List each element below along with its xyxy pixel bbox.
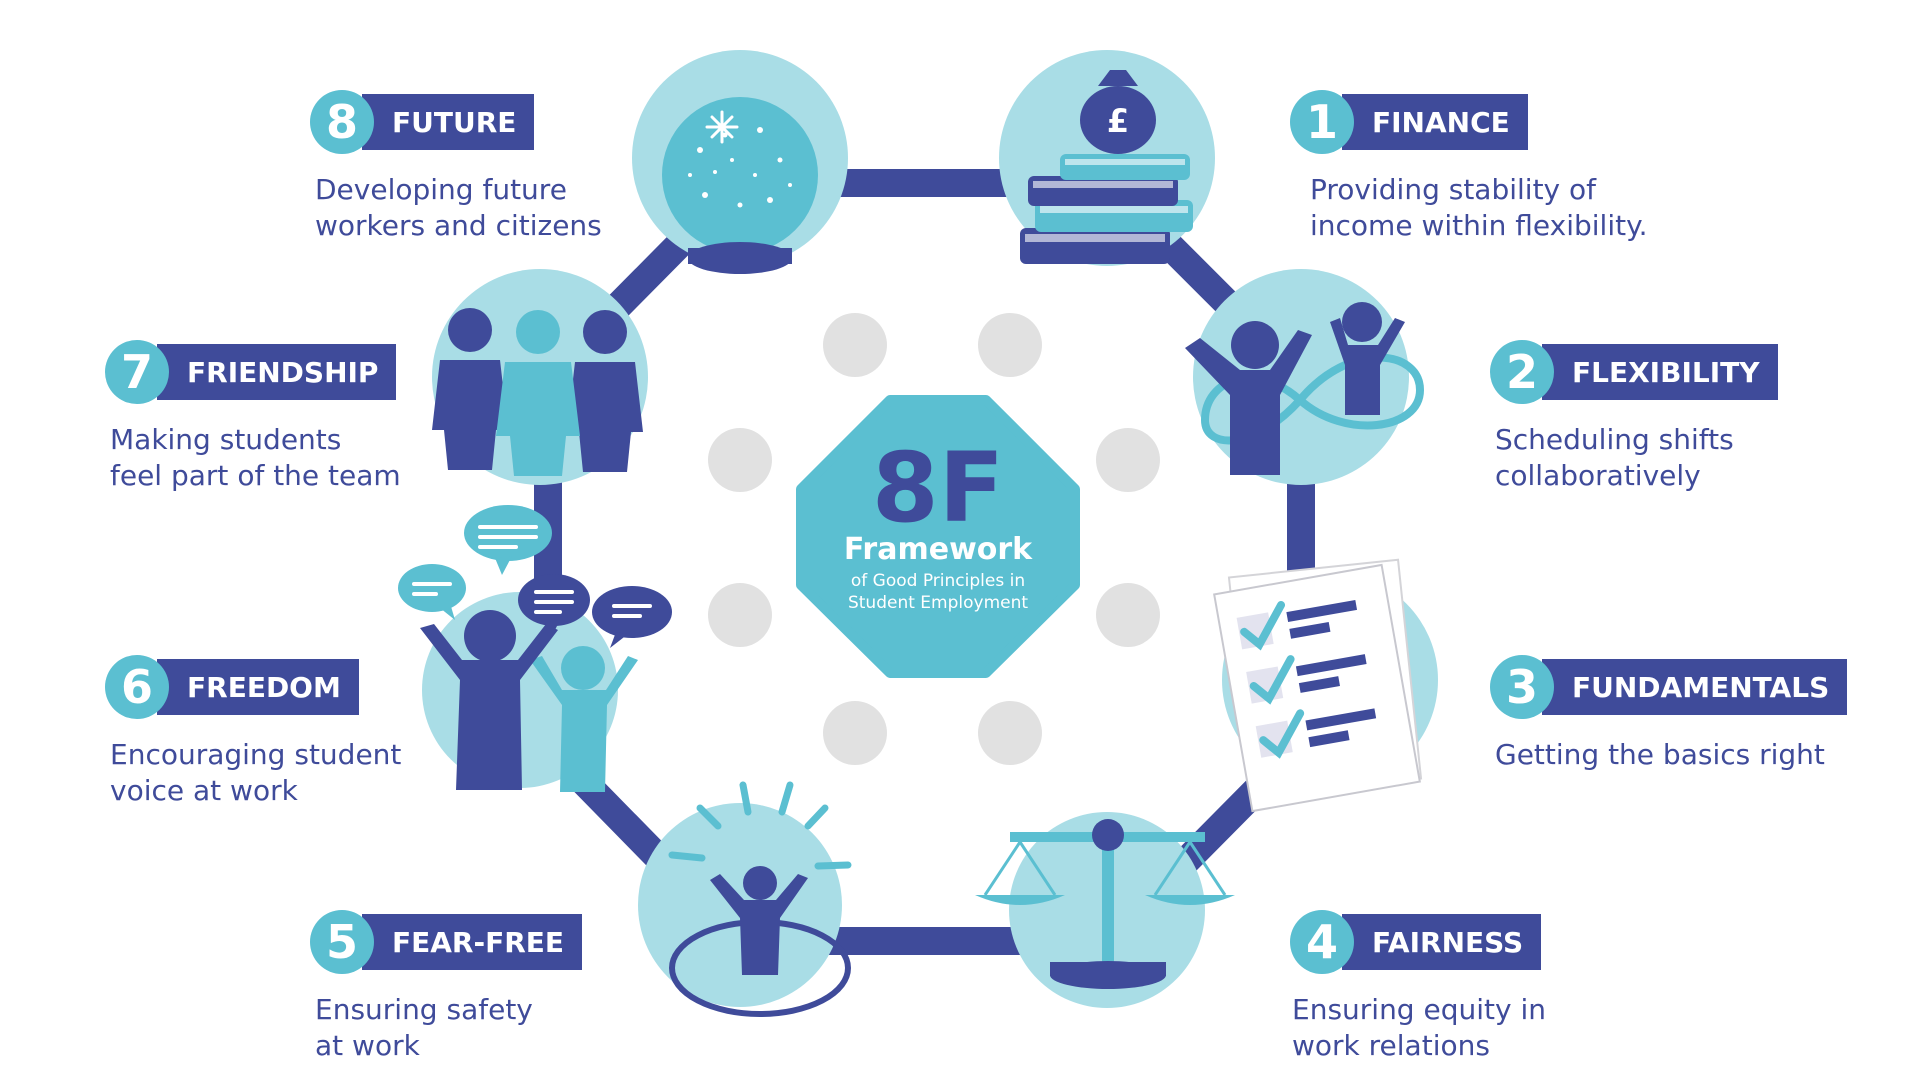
principle-number: 3 [1490,655,1554,719]
principle-title: FEAR-FREE [362,914,583,970]
principle-title: FREEDOM [157,659,359,715]
principle-fear-free: 5 FEAR-FREE Ensuring safety at work [310,910,583,1064]
crystal-ball-icon [632,50,848,274]
principle-description: Scheduling shifts collaboratively [1495,423,1734,492]
principle-number: 6 [105,655,169,719]
principle-title: FAIRNESS [1342,914,1542,970]
principle-description: Providing stability of income within fle… [1310,173,1648,242]
principle-description: Making students feel part of the team [110,423,401,492]
principle-description: Developing future workers and citizens [315,173,602,242]
principle-number: 8 [310,90,374,154]
principle-flexibility: 2 FLEXIBILITY Scheduling shifts collabor… [1490,340,1778,494]
scales-icon [975,812,1235,1008]
center-subtitle: of Good Principles in Student Employment [847,571,1029,613]
principle-title: FLEXIBILITY [1542,344,1778,400]
money-bag-books-icon: £ [999,50,1215,266]
principle-description: Ensuring safety at work [315,993,533,1062]
people-infinity-icon [1185,269,1425,485]
principle-title: FRIENDSHIP [157,344,397,400]
principle-number: 7 [105,340,169,404]
principle-number: 5 [310,910,374,974]
center-octagon [796,395,1080,678]
principle-finance: 1 FINANCE Providing stability of income … [1290,90,1648,244]
principle-number: 2 [1490,340,1554,404]
decorative-dots [708,313,1160,765]
principle-number: 1 [1290,90,1354,154]
principle-fundamentals: 3 FUNDAMENTALS Getting the basics right [1490,655,1848,773]
principle-description: Getting the basics right [1495,738,1825,771]
principle-description: Encouraging student voice at work [110,738,402,807]
group-people-icon [432,269,648,485]
principle-freedom: 6 FREEDOM Encouraging student voice at w… [105,655,401,809]
safe-person-icon [638,781,852,1017]
principle-fairness: 4 FAIRNESS Ensuring equity in work relat… [1290,910,1546,1064]
principle-description: Ensuring equity in work relations [1292,993,1546,1062]
principle-title: FUTURE [362,94,535,150]
speech-bubbles-icon [398,505,672,792]
center-framework-label: Framework [843,532,1033,567]
principle-friendship: 7 FRIENDSHIP Making students feel part o… [105,340,401,494]
principle-title: FINANCE [1342,94,1528,150]
checklist-icon [1213,558,1438,813]
center-title-8f: 8F [871,432,1005,544]
svg-text:£: £ [1107,102,1129,140]
principle-future: 8 FUTURE Developing future workers and c… [310,90,602,244]
principle-title: FUNDAMENTALS [1542,659,1848,715]
principle-number: 4 [1290,910,1354,974]
